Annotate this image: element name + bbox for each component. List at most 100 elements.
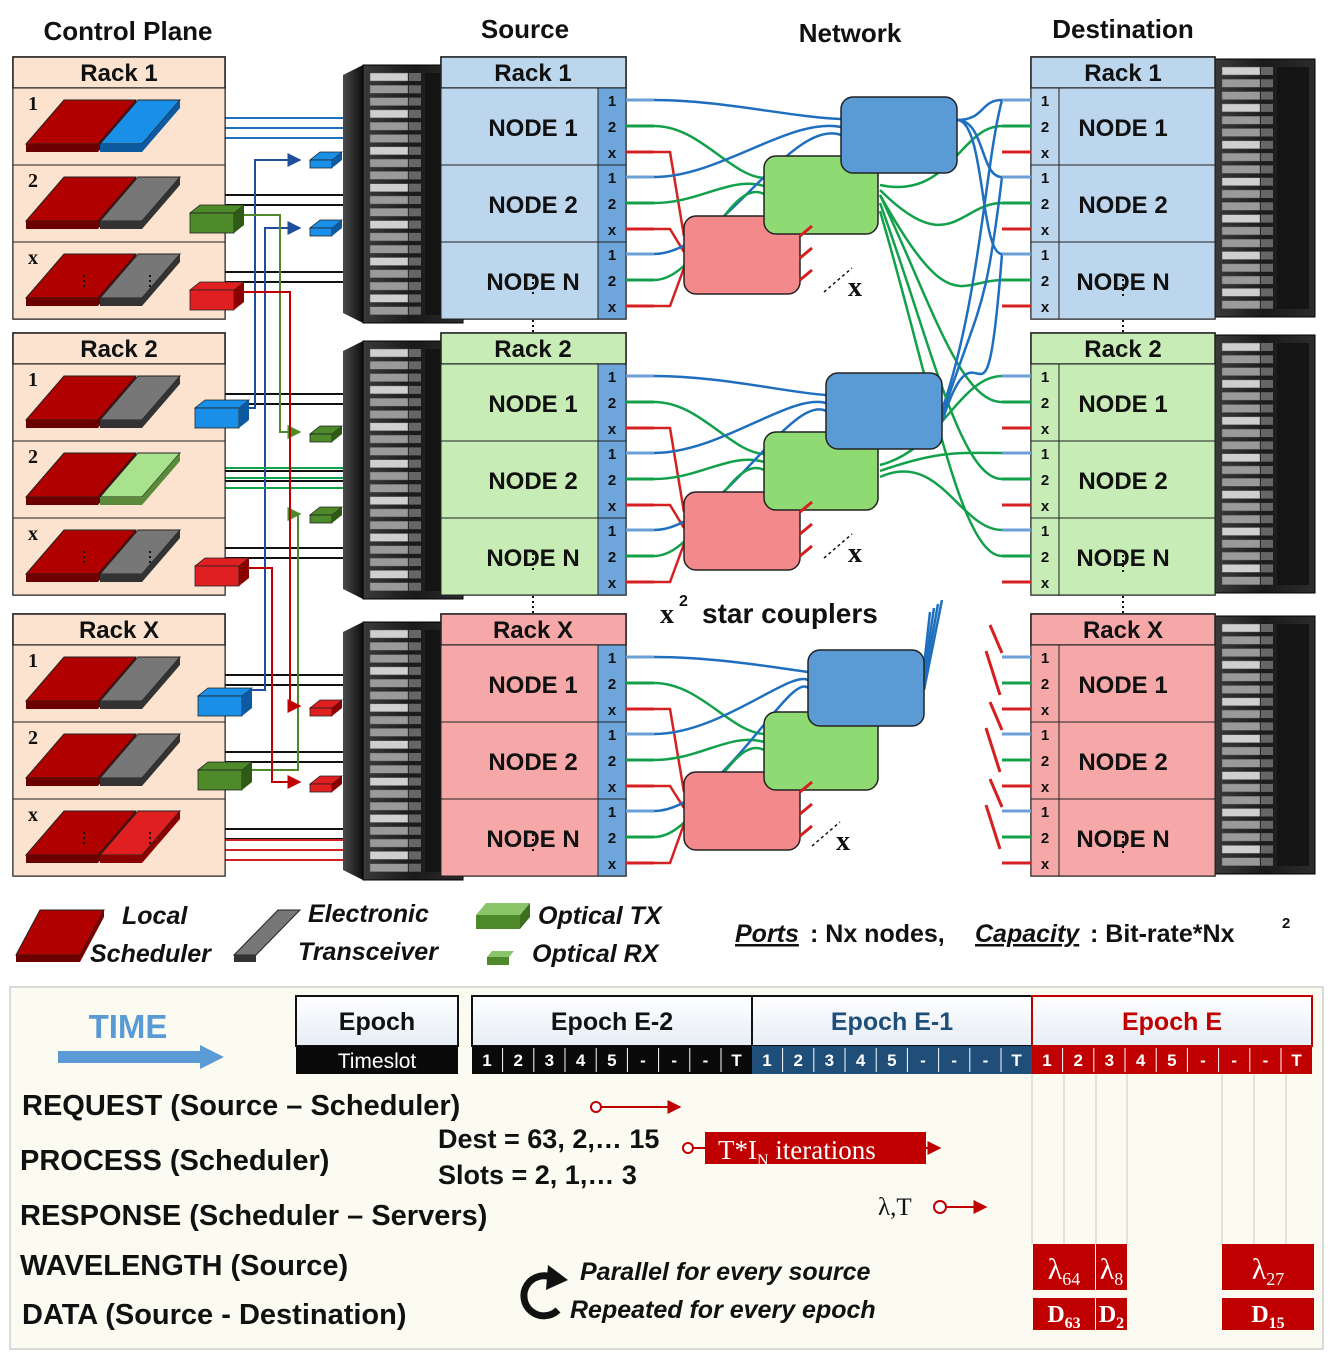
server-unit-handle [1261, 153, 1273, 162]
wavelength-subscript: 64 [1062, 1269, 1080, 1289]
server-unit [1221, 857, 1261, 866]
box-front [189, 212, 235, 234]
green-dest-link [879, 451, 1003, 473]
destination-port-label: x [1041, 222, 1050, 239]
timeslot-label: - [951, 1051, 957, 1070]
red-incoming-stub [984, 727, 1002, 773]
box-side [242, 688, 252, 716]
slab-front [100, 778, 142, 786]
server-unit-handle [1261, 539, 1273, 548]
server-unit-handle [1261, 300, 1273, 309]
server-unit-handle [1261, 576, 1273, 585]
source-port-label: 1 [608, 804, 616, 821]
iterations-tail: iterations [769, 1135, 876, 1165]
box-front [309, 514, 333, 524]
red-star-coupler [683, 215, 801, 295]
transmitter-module [193, 557, 251, 587]
server-unit-handle [1261, 833, 1273, 842]
source-port-label: 2 [608, 676, 616, 693]
source-node-box [440, 363, 599, 442]
optical-rx-module [308, 425, 344, 443]
source-node-box [440, 798, 599, 877]
optical-tx-module [196, 761, 254, 791]
server-unit [1221, 709, 1261, 719]
source-port-label: 1 [608, 446, 616, 463]
timeslot-bar [752, 1046, 1032, 1074]
server-unit-handle [1261, 367, 1273, 376]
slab-front [100, 298, 142, 306]
server-unit [369, 545, 409, 555]
server-unit-handle [409, 134, 421, 143]
destination-port-label: 1 [1041, 804, 1049, 821]
destination-rack-title-box [1030, 332, 1216, 365]
source-port-label: 1 [608, 727, 616, 744]
wavelength-subscript: 8 [1114, 1269, 1123, 1289]
server-unit-handle [1261, 140, 1273, 149]
server-unit [1221, 636, 1261, 645]
red-incoming-stub [988, 778, 1004, 808]
source-rack-title: Rack X [493, 617, 573, 644]
server-unit [369, 269, 409, 279]
green-link [653, 681, 765, 736]
server-unit [1221, 275, 1261, 285]
destination-port-label: 2 [1041, 676, 1049, 693]
server-unit-handle [409, 691, 421, 700]
destination-port-label: 2 [1041, 549, 1049, 566]
blue-link [653, 400, 827, 455]
blue-link [653, 374, 827, 397]
destination-port-label: x [1041, 702, 1050, 719]
server-door [1277, 67, 1309, 309]
transceiver [98, 176, 182, 229]
server-unit-handle [409, 839, 421, 848]
server-unit [1221, 672, 1261, 682]
epoch-header-box [751, 995, 1033, 1047]
server-unit [1221, 416, 1261, 426]
server-unit [1221, 783, 1261, 793]
red-link [654, 543, 686, 584]
server-unit [1221, 490, 1261, 499]
server-unit-handle [1261, 79, 1273, 88]
transmitter-module [188, 281, 246, 311]
server-unit-handle [409, 484, 421, 493]
server-unit-handle [1261, 734, 1273, 743]
server-unit-handle [1261, 648, 1273, 657]
source-rack-title-box [440, 56, 627, 89]
blue-link [653, 685, 809, 813]
server-unit [369, 422, 409, 432]
destination-node-label: NODE 1 [1078, 672, 1167, 699]
server-unit [1221, 795, 1261, 805]
source-rack-title: Rack 2 [494, 336, 571, 363]
destination-rack-title: Rack X [1083, 617, 1163, 644]
box-side [242, 762, 252, 790]
server-unit [1221, 115, 1261, 125]
box-front [309, 433, 333, 443]
server-unit [369, 171, 409, 180]
server-unit-handle [1261, 288, 1273, 297]
server-unit [369, 851, 409, 860]
server-unit-handle [409, 496, 421, 505]
timing-row-label: DATA (Source - Destination) [22, 1299, 407, 1331]
slab-side [142, 811, 180, 863]
server-unit-handle [1261, 771, 1273, 780]
green-link [653, 400, 765, 456]
server-unit-handle [1261, 845, 1273, 854]
blue-link [653, 98, 842, 121]
legend: Local Scheduler Electronic Transceiver O… [15, 900, 1290, 968]
box-front [197, 695, 243, 717]
server-unit-handle [1261, 91, 1273, 100]
timeslot-bar [472, 1046, 752, 1074]
legend-capacity-label: Capacity [975, 920, 1080, 948]
data-block [1096, 1298, 1127, 1330]
local-scheduler-legend-icon [15, 909, 105, 962]
server-unit [369, 459, 409, 468]
server-unit [369, 789, 409, 799]
destination-port-label: 2 [1041, 119, 1049, 136]
server-unit [369, 232, 409, 242]
server-unit-handle [409, 422, 421, 431]
server-door [1277, 624, 1309, 866]
destination-node-label: NODE 1 [1078, 391, 1167, 418]
